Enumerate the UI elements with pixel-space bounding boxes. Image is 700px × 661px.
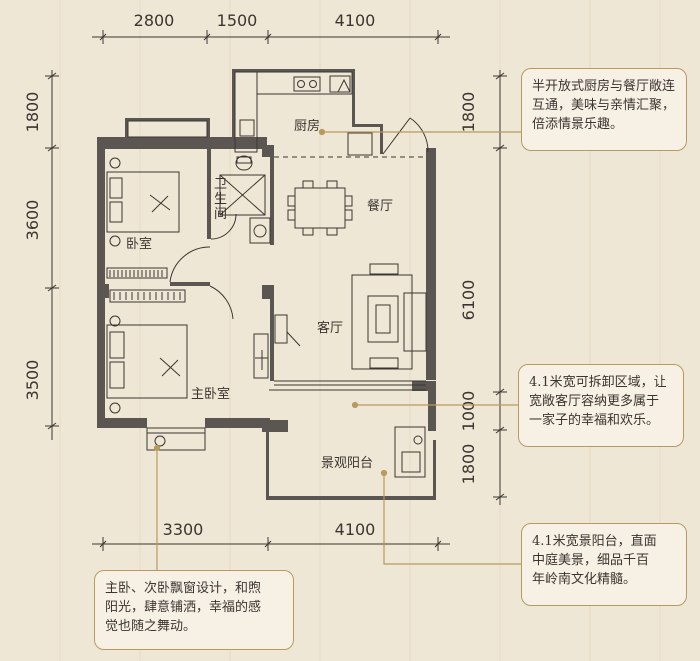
dim-right-1: 1800 xyxy=(459,92,478,133)
note-bedroom: 主卧、次卧飘窗设计，和煦 阳光，肆意铺洒，幸福的感 觉也随之舞动。 xyxy=(94,570,294,650)
note-living: 4.1米宽可拆卸区域，让 宽敞客厅容纳更多属于 一家子的幸福和欢乐。 xyxy=(518,364,684,447)
walls xyxy=(97,69,436,500)
room-label-kitchen: 厨房 xyxy=(294,118,320,134)
room-label-bathroom-2: 生 xyxy=(214,192,227,207)
dim-left-3: 3500 xyxy=(23,360,42,401)
dim-right-4: 1800 xyxy=(459,444,478,485)
dimension-labels: 2800 1500 4100 3300 4100 1800 3600 3500 … xyxy=(23,11,478,539)
room-label-bathroom-3: 间 xyxy=(214,207,227,222)
callout-leaders xyxy=(153,128,521,573)
dim-bottom-1: 3300 xyxy=(163,520,204,539)
room-label-bedroom: 卧室 xyxy=(126,236,152,252)
room-label-master-bedroom: 主卧室 xyxy=(191,386,230,402)
dim-left-1: 1800 xyxy=(23,92,42,133)
note-bedroom-line-3: 觉也随之舞动。 xyxy=(105,619,197,634)
dim-top-1: 2800 xyxy=(134,11,175,30)
dimension-lines xyxy=(45,30,507,551)
note-living-line-1: 4.1米宽可拆卸区域，让 xyxy=(529,375,667,390)
room-labels: 厨房 卫 生 间 餐厅 卧室 客厅 主卧室 景观阳台 xyxy=(126,118,393,471)
note-bedroom-line-1: 主卧、次卧飘窗设计，和煦 xyxy=(105,581,262,596)
dim-top-3: 4100 xyxy=(335,11,376,30)
dim-top-2: 1500 xyxy=(217,11,258,30)
room-label-balcony: 景观阳台 xyxy=(321,456,373,471)
note-kitchen: 半开放式厨房与餐厅敞连 互通，美味与亲情汇聚， 倍添情景乐趣。 xyxy=(521,68,687,151)
note-kitchen-line-1: 半开放式厨房与餐厅敞连 xyxy=(532,79,676,94)
room-label-bathroom-1: 卫 xyxy=(214,177,227,192)
room-label-living: 客厅 xyxy=(317,320,343,336)
note-balcony-line-1: 4.1米宽景阳台，直面 xyxy=(532,534,657,549)
dim-bottom-2: 4100 xyxy=(335,520,376,539)
dim-right-3: 1000 xyxy=(459,391,478,432)
dim-left-2: 3600 xyxy=(23,200,42,241)
room-label-dining: 餐厅 xyxy=(367,198,393,214)
note-living-line-3: 一家子的幸福和欢乐。 xyxy=(529,413,660,428)
dim-right-2: 6100 xyxy=(459,280,478,321)
plan-details xyxy=(106,71,429,478)
note-balcony-line-2: 中庭美景，细品千百 xyxy=(532,553,650,568)
note-kitchen-line-3: 倍添情景乐趣。 xyxy=(532,117,624,132)
note-bedroom-line-2: 阳光，肆意铺洒，幸福的感 xyxy=(105,600,262,615)
note-balcony-line-3: 年岭南文化精髓。 xyxy=(532,572,637,587)
note-kitchen-line-2: 互通，美味与亲情汇聚， xyxy=(532,98,676,113)
note-living-line-2: 宽敞客厅容纳更多属于 xyxy=(529,394,660,409)
note-balcony: 4.1米宽景阳台，直面 中庭美景，细品千百 年岭南文化精髓。 xyxy=(521,523,687,606)
